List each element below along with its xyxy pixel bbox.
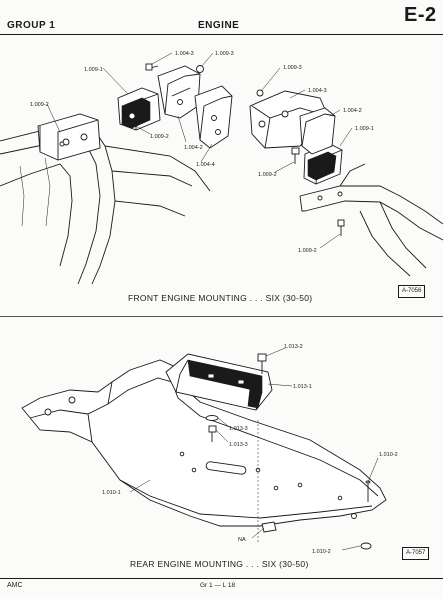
callout-front-2: 1.009-3 xyxy=(215,51,234,57)
rear-figure-id: A-7057 xyxy=(402,547,430,560)
callout-rear-4: 1.013-3 xyxy=(229,442,248,448)
callout-rear-6: 1.010-1 xyxy=(102,490,121,496)
footer-rule xyxy=(0,578,443,579)
footer-page-ref: Gr 1 — L 18 xyxy=(200,582,236,589)
group-heading: GROUP 1 xyxy=(7,20,56,31)
page-number: E-2 xyxy=(404,4,437,26)
callout-front-8: 1.009-3 xyxy=(283,65,302,71)
callout-front-13: 1.009-2 xyxy=(298,248,317,254)
front-figure-caption: FRONT ENGINE MOUNTING . . . SIX (30-50) xyxy=(128,293,313,303)
callout-front-4: 1.009-2 xyxy=(30,102,49,108)
section-heading: ENGINE xyxy=(198,20,240,31)
section-divider xyxy=(0,316,443,317)
callout-front-1: 1.004-3 xyxy=(175,51,194,57)
callout-rear-8: 1.010-2 xyxy=(312,549,331,555)
footer-brand: AMC xyxy=(7,582,23,589)
callout-rear-5: 1.010-2 xyxy=(379,452,398,458)
callout-front-3: 1.009-1 xyxy=(84,67,103,73)
rear-figure-caption: REAR ENGINE MOUNTING . . . SIX (30-50) xyxy=(130,559,309,569)
callout-rear-7: NA xyxy=(238,537,246,543)
callout-rear-3: 1.013-3 xyxy=(229,426,248,432)
callout-rear-1: 1.013-2 xyxy=(284,344,303,350)
callout-rear-2: 1.013-1 xyxy=(293,384,312,390)
callout-front-12: 1.009-2 xyxy=(258,172,277,178)
callout-front-7: 1.004-4 xyxy=(196,162,215,168)
header-rule xyxy=(0,34,443,35)
callout-front-9: 1.004-3 xyxy=(308,88,327,94)
callout-front-10: 1.004-2 xyxy=(343,108,362,114)
rear-mount-illustration: 1.013-2 1.013-1 1.013-3 1.013-3 1.010-2 … xyxy=(21,344,398,555)
callout-front-6: 1.004-2 xyxy=(184,145,203,151)
front-mount-illustration: 1.004-3 1.009-3 1.009-1 1.009-2 1.009-2 … xyxy=(0,51,443,285)
front-figure-id: A-7056 xyxy=(398,285,426,298)
callout-front-5: 1.009-2 xyxy=(150,134,169,140)
callout-front-11: 1.009-1 xyxy=(355,126,374,132)
